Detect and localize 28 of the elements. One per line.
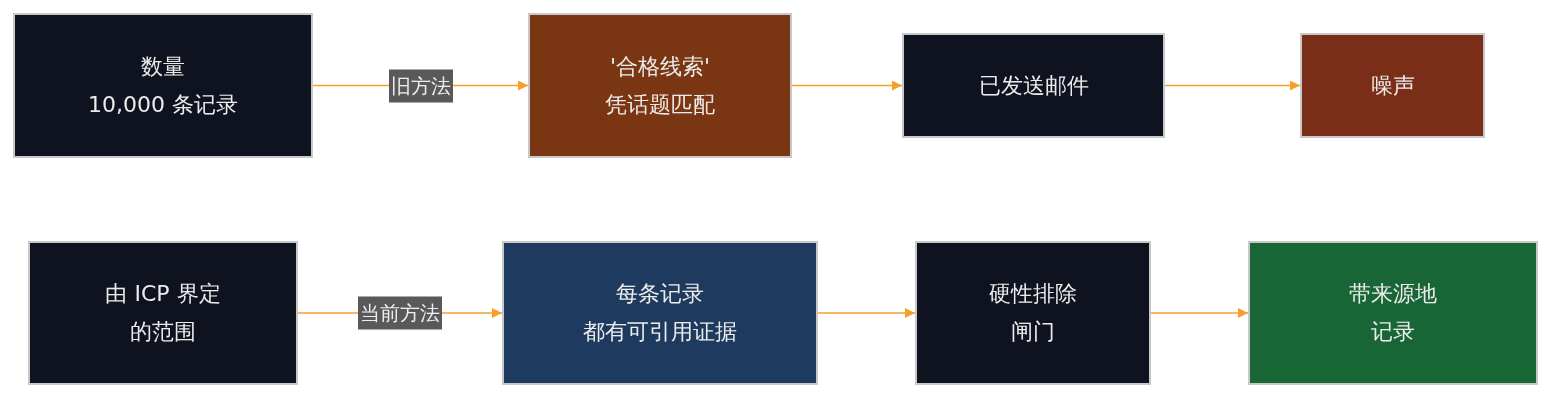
box-text: 凭话题匹配 [605, 90, 715, 119]
process-box [915, 241, 1151, 385]
box-text: 每条记录 [616, 280, 704, 308]
process-box [1248, 241, 1538, 385]
box-text: 都有可引用证据 [583, 318, 737, 346]
box-text: '合格线索' [609, 52, 711, 81]
process-box [28, 241, 298, 385]
box-text: 由 ICP 界定 [105, 280, 221, 308]
process-box [902, 33, 1165, 138]
box-text: 的范围 [130, 318, 196, 346]
box-text: 10,000 条记录 [88, 90, 238, 119]
box-text: 硬性排除 [989, 280, 1077, 308]
arrow [817, 308, 916, 318]
edge-label: 旧方法 [388, 69, 453, 102]
process-box [13, 13, 313, 158]
box-text: 记录 [1371, 318, 1415, 346]
box-text: 数量 [141, 52, 185, 81]
edge-label: 当前方法 [358, 296, 442, 330]
process-box [1300, 33, 1485, 138]
process-box [528, 13, 792, 158]
arrow [791, 80, 903, 91]
box-text: 噪声 [1370, 71, 1415, 100]
arrow [1150, 308, 1249, 318]
box-text: 已发送邮件 [978, 71, 1089, 100]
box-text: 带来源地 [1349, 280, 1437, 308]
box-text: 闸门 [1011, 318, 1055, 346]
arrow [1164, 80, 1301, 91]
process-box [502, 241, 818, 385]
